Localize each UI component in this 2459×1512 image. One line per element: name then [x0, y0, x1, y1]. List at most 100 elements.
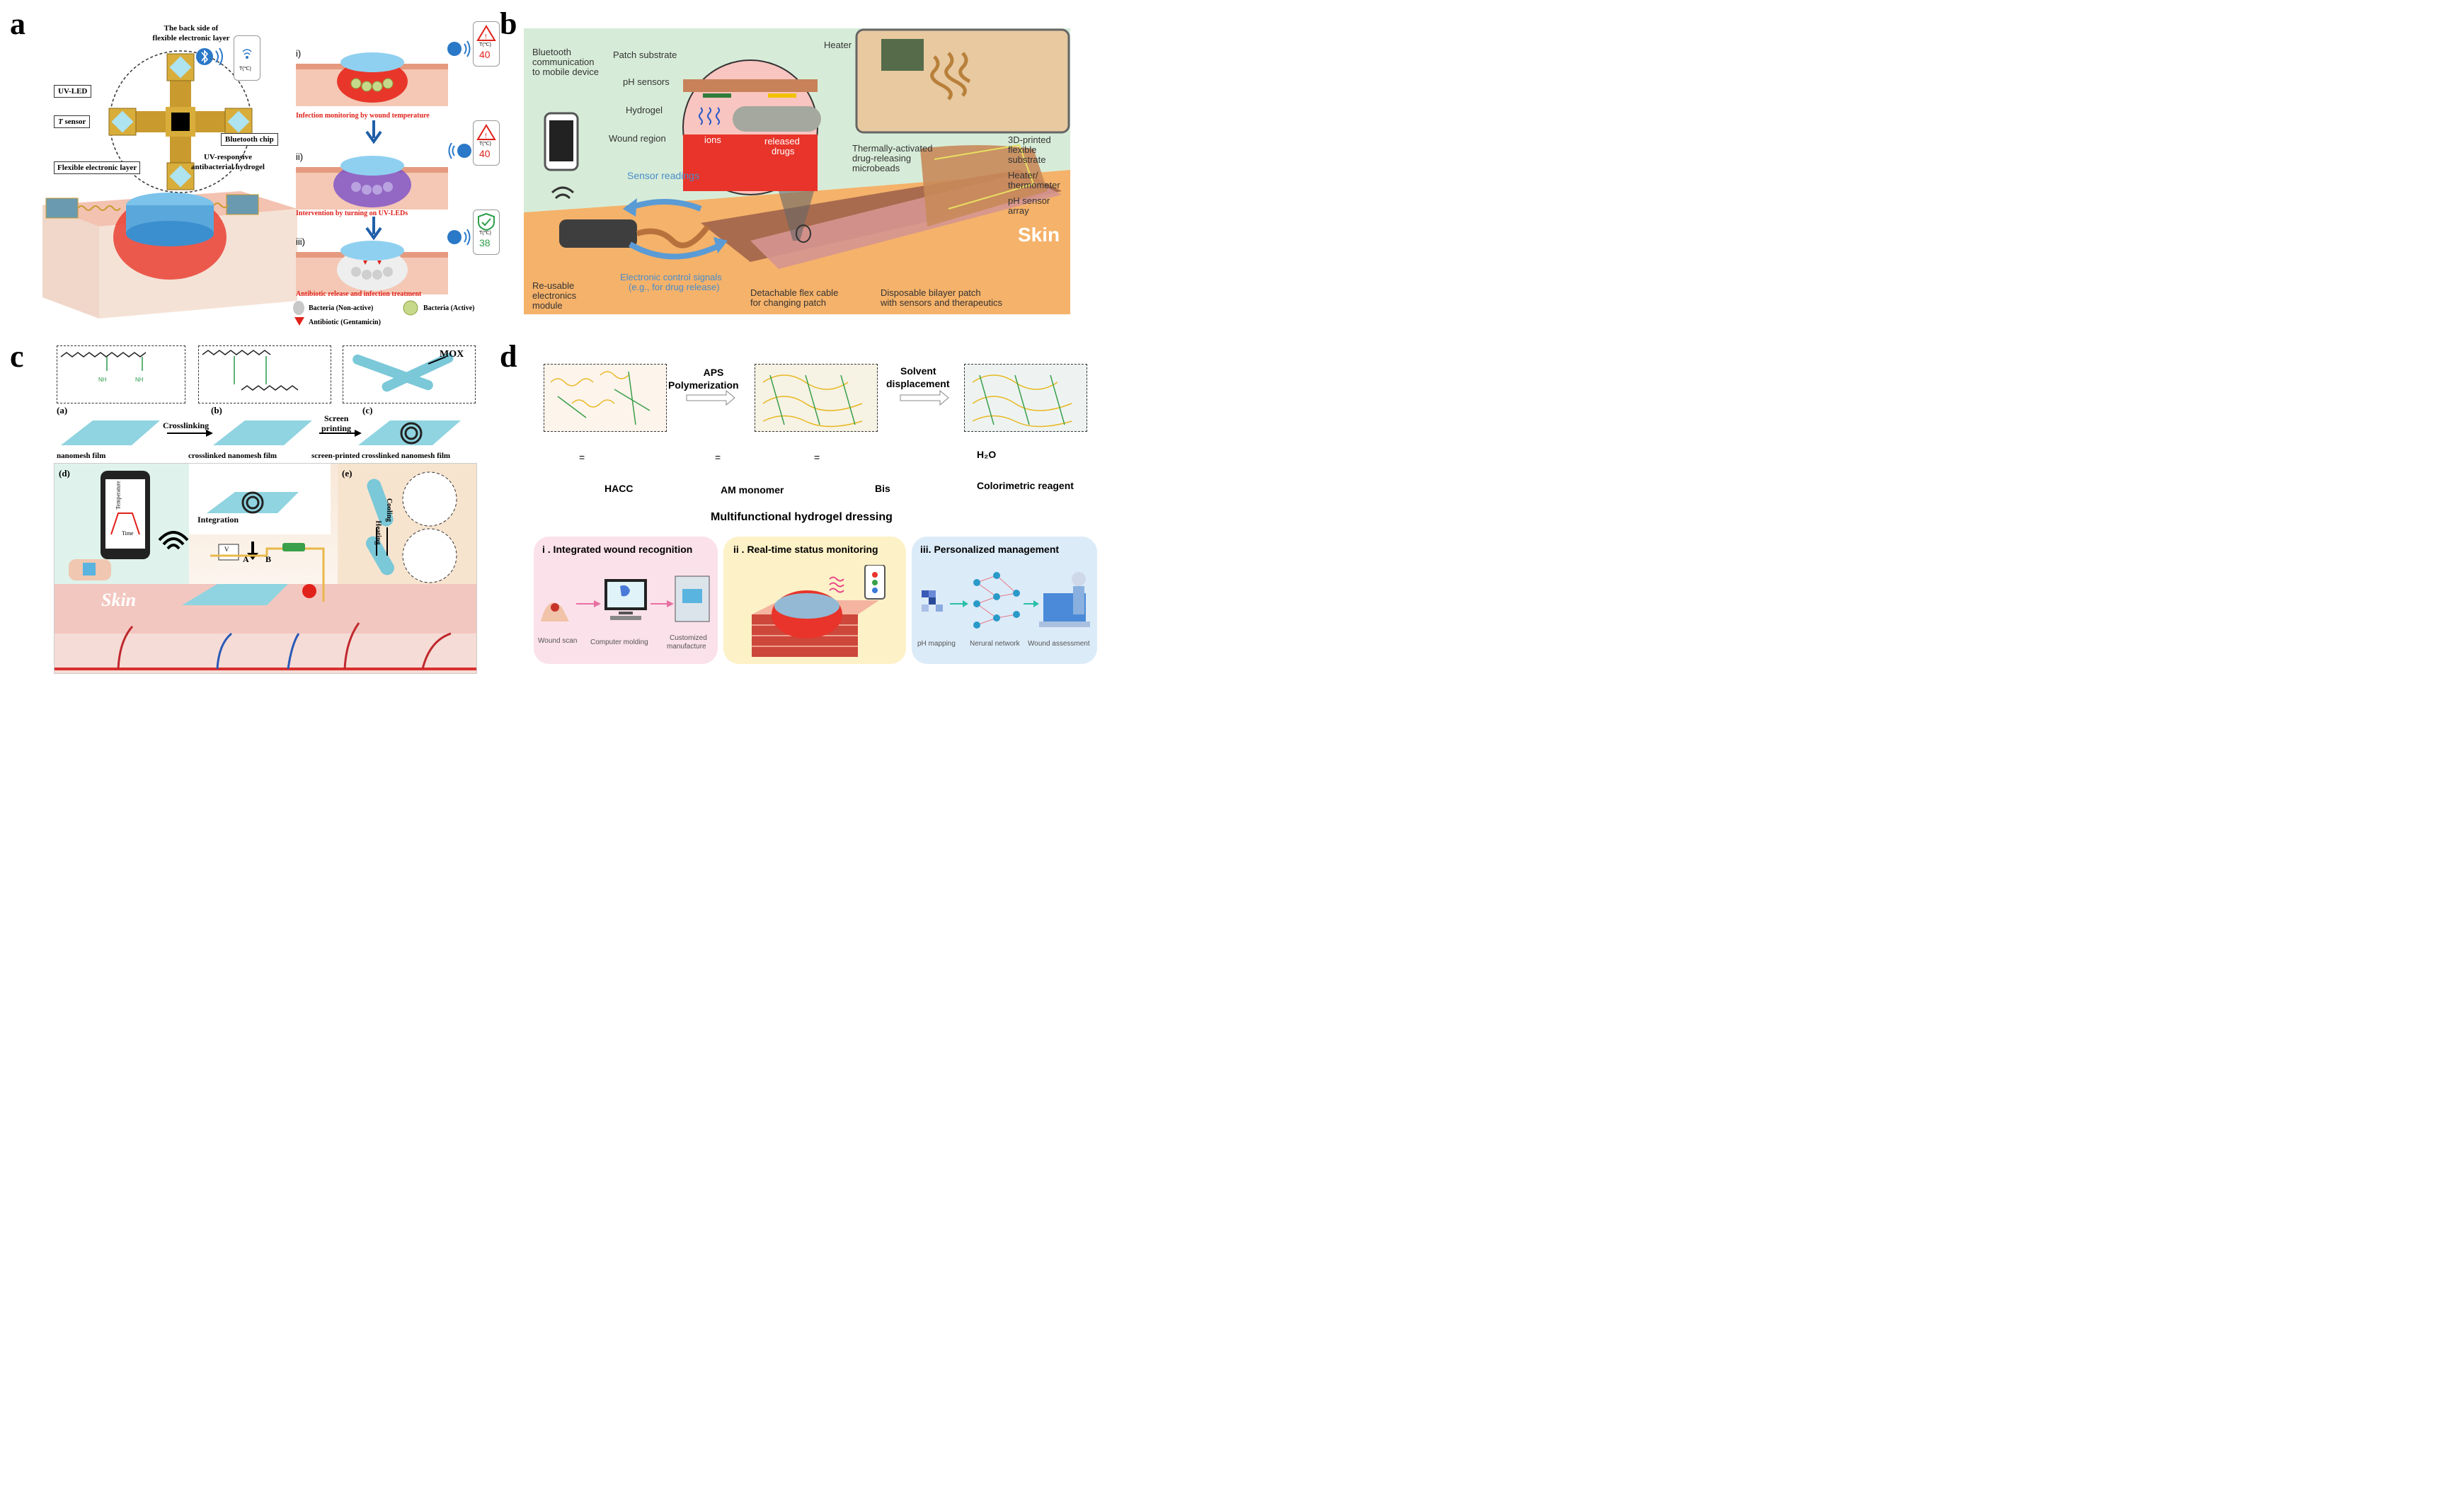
- crosslinked-label: crosslinked nanomesh film: [188, 452, 277, 460]
- bluetooth-label-3: to mobile device: [532, 67, 599, 77]
- back-side-title-1: The back side of: [164, 24, 219, 33]
- down-arrow-icon: [365, 120, 382, 144]
- hydrogel-label: Hydrogel: [626, 105, 663, 115]
- svg-text:NH: NH: [98, 377, 107, 383]
- status-monitoring-box: ii . Real-time status monitoring: [723, 537, 906, 664]
- ph-mapping-label: pH mapping: [917, 640, 956, 648]
- t-sensor-label: T sensor: [54, 115, 91, 128]
- personalized-management-box: iii. Personalized management pH mapping …: [912, 537, 1097, 664]
- polymerization-label: Polymerization: [668, 379, 739, 391]
- legend-bacteria-inactive: Bacteria (Non-active): [309, 304, 374, 312]
- customized-label-2: manufacture: [667, 643, 706, 651]
- thermal-label-1: Thermally-activated: [852, 143, 933, 154]
- nanofiber-mox: MOX: [343, 345, 476, 403]
- panel-b-illustration: [524, 28, 1070, 314]
- screen-printing-label-1: Screen: [324, 413, 349, 423]
- panel-label-d: d: [500, 339, 517, 374]
- mox-label: MOX: [440, 349, 464, 360]
- nanomesh-label: nanomesh film: [57, 452, 106, 460]
- released-label-2: drugs: [772, 146, 795, 156]
- skin-label-c: Skin: [101, 590, 137, 610]
- panel-a-steps: i) Infection monitoring by wound tempera…: [293, 21, 501, 326]
- down-arrow-icon: [365, 217, 382, 241]
- phone-temp-1: 40: [479, 49, 491, 60]
- equals-3: =: [814, 452, 820, 463]
- legend-antibiotic: Antibiotic (Gentamicin): [309, 319, 381, 326]
- flex-cable-label-1: Detachable flex cable: [750, 287, 839, 298]
- customized-label-1: Customized: [670, 634, 707, 642]
- phone-temp-3: 38: [479, 237, 491, 248]
- back-side-title-2: flexible electronic layer: [152, 34, 230, 42]
- personalized-management-title: iii. Personalized management: [920, 544, 1060, 555]
- svg-text:NH: NH: [135, 377, 144, 383]
- step-1-wound: [296, 52, 448, 106]
- legend-bacteria-active: Bacteria (Active): [423, 304, 475, 312]
- wound-recognition-art: [541, 575, 710, 622]
- wound-recognition-box: i . Integrated wound recognition Wound s…: [534, 537, 718, 664]
- phone-alert-1: ! T(℃) 40: [473, 21, 500, 67]
- h2o-label: H₂O: [977, 449, 997, 460]
- panel-label-c: c: [10, 339, 24, 374]
- control-label-1: Electronic control signals: [620, 272, 722, 282]
- status-monitoring-title: ii . Real-time status monitoring: [733, 544, 878, 555]
- personalized-management-art: [922, 572, 1090, 629]
- point-a-label: A: [243, 554, 249, 564]
- shield-check-icon: [478, 212, 495, 231]
- svg-text:!: !: [485, 33, 487, 41]
- displacement-label: displacement: [886, 378, 950, 389]
- wound-scan-label: Wound scan: [538, 637, 578, 645]
- cooling-label: Cooling: [385, 498, 394, 522]
- bis-label: Bis: [875, 483, 890, 494]
- panel-label-a: a: [10, 6, 25, 41]
- step-2-wound: [296, 156, 448, 210]
- uv-hydrogel-label-2: antibacterial hydrogel: [191, 163, 265, 171]
- colorimetric-label: Colorimetric reagent: [977, 480, 1074, 491]
- thermal-label-2: drug-releasing: [852, 153, 912, 164]
- ph-sensors-label: pH sensors: [623, 76, 670, 87]
- bilayer-label-2: with sensors and therapeutics: [881, 297, 1002, 308]
- panel-d: APS Polymerization Solvent displacement …: [529, 354, 1101, 672]
- heater-thermometer-label-2: thermometer: [1008, 180, 1060, 190]
- sub-label-c: (c): [362, 405, 373, 416]
- printed-label-2: flexible: [1008, 144, 1037, 155]
- equals-1: =: [579, 452, 585, 463]
- wound-assessment-label: Wound assessment: [1028, 640, 1090, 648]
- reusable-label-1: Re-usable: [532, 280, 575, 291]
- ph-array-label-1: pH sensor: [1008, 195, 1050, 206]
- computer-molding-label: Computer molding: [590, 638, 648, 646]
- polymer-structure-a: NH NH: [57, 345, 185, 403]
- phone-ok-3: T(℃) 38: [473, 210, 500, 255]
- meter-label: V: [224, 546, 229, 553]
- status-monitoring-art: [752, 565, 885, 657]
- bluetooth-icon: [448, 142, 471, 159]
- control-label-2: (e.g., for drug release): [629, 282, 720, 292]
- bluetooth-chip-label: Bluetooth chip: [221, 133, 278, 146]
- bluetooth-label-1: Bluetooth: [532, 47, 571, 57]
- solvent-label: Solvent: [900, 365, 936, 377]
- bacteria-active-icon: [403, 300, 418, 316]
- screen-printed-label: screen-printed crosslinked nanomesh film: [311, 452, 451, 460]
- step-1-num: i): [296, 48, 302, 59]
- equals-2: =: [715, 452, 721, 463]
- phone-temp-2: 40: [479, 148, 491, 159]
- integration-label: Integration: [197, 515, 239, 525]
- step-1-caption: Infection monitoring by wound temperatur…: [296, 112, 430, 120]
- crosslinking-label: Crosslinking: [163, 420, 210, 430]
- sub-label-d: (d): [59, 468, 70, 479]
- phone-icon: T(℃): [234, 35, 260, 81]
- panel-b: Bluetooth communication to mobile device…: [524, 28, 1070, 314]
- printed-label-1: 3D-printed: [1008, 134, 1051, 145]
- polymer-structure-b: [198, 345, 331, 403]
- heater-label: Heater: [824, 40, 852, 50]
- step-3-num: iii): [296, 236, 305, 247]
- temperature-axis-label: Temperature: [115, 481, 122, 510]
- phone-alert-2: ! T(℃) 40: [473, 120, 500, 166]
- uv-led-label: UV-LED: [54, 85, 92, 98]
- bluetooth-icon: [447, 229, 471, 246]
- panel-label-b: b: [500, 6, 517, 41]
- step-2-caption: Intervention by turning on UV-LEDs: [296, 210, 408, 217]
- flex-cable-label-2: for changing patch: [750, 297, 826, 308]
- screen-printing-label-2: printing: [321, 423, 352, 433]
- step-3-caption: Antibiotic release and infection treatme…: [296, 290, 422, 298]
